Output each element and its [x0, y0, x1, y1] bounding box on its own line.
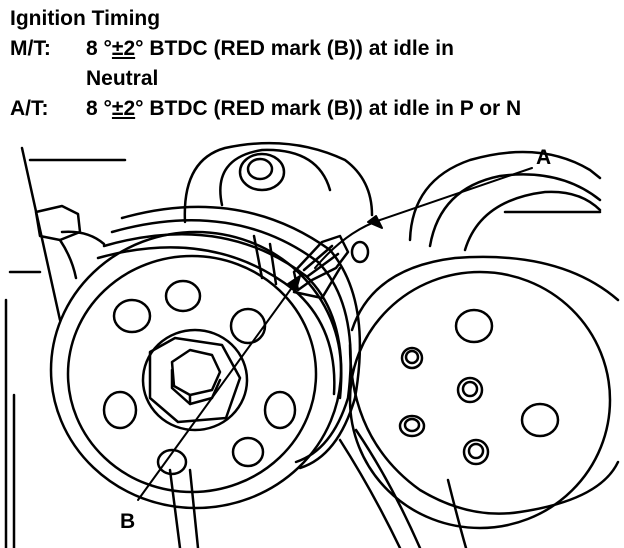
callout-leaders	[137, 167, 533, 501]
mt-neutral-text: Neutral	[86, 67, 159, 90]
at-value-post: ° BTDC (RED mark (B)) at idle in P or N	[135, 97, 522, 120]
arrowhead-b	[287, 275, 301, 291]
mt-tolerance: ±2	[111, 37, 136, 60]
at-value-pre: 8 °	[86, 97, 112, 120]
drive-belt	[168, 428, 468, 548]
mt-value-post: ° BTDC (RED mark (B)) at idle in	[135, 37, 454, 60]
mt-spec-row: M/T: 8 ° ±2 ° BTDC (RED mark (B)) at idl…	[10, 34, 620, 64]
mt-label: M/T:	[10, 37, 51, 60]
callout-b: B	[120, 510, 136, 533]
spec-title-row: Ignition Timing	[10, 4, 620, 34]
at-spec-row: A/T: 8 ° ±2 ° BTDC (RED mark (B)) at idl…	[10, 94, 620, 124]
arrowhead-a	[367, 215, 383, 229]
callout-a: A	[536, 146, 552, 169]
lower-right-pulley	[348, 240, 620, 530]
at-tolerance: ±2	[111, 97, 136, 120]
engine-bracket	[4, 146, 127, 548]
upper-idler-pulley	[183, 141, 374, 224]
timing-mark-pointer	[292, 234, 350, 300]
mt-spec-continuation: Neutral	[10, 64, 620, 94]
ignition-timing-spec: Ignition Timing M/T: 8 ° ±2 ° BTDC (RED …	[10, 4, 620, 124]
leader-b	[137, 281, 297, 501]
at-label: A/T:	[10, 97, 49, 120]
upper-right-pulley	[408, 150, 602, 252]
mt-value-pre: 8 °	[86, 37, 112, 60]
spec-title: Ignition Timing	[10, 7, 161, 30]
